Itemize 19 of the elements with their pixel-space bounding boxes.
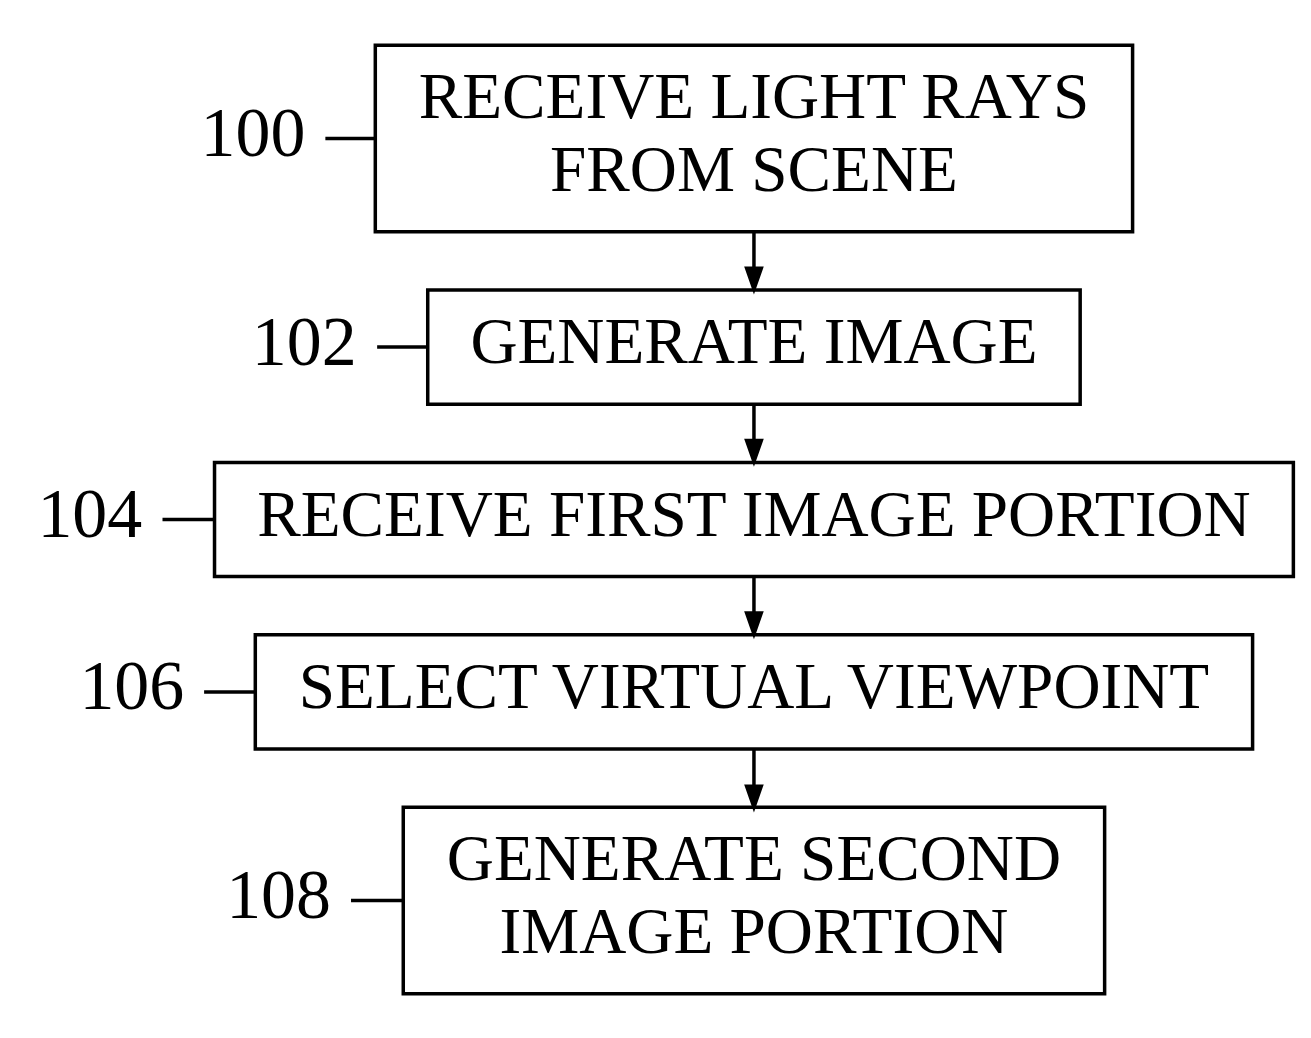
connector — [325, 136, 375, 140]
arrow — [744, 576, 764, 639]
node-box: SELECT VIRTUAL VIEWPOINT — [253, 632, 1255, 751]
node-text: 100 — [200, 93, 306, 171]
node-text: 102 — [251, 302, 357, 380]
arrow — [744, 749, 764, 812]
connector — [351, 898, 403, 902]
connector — [377, 344, 428, 349]
node-box: RECEIVE LIGHT RAYS FROM SCENE — [373, 43, 1135, 233]
node-text: 104 — [37, 474, 143, 552]
node-text: 106 — [79, 646, 185, 724]
connector — [204, 689, 255, 694]
arrow — [744, 403, 764, 467]
node-box: GENERATE SECOND IMAGE PORTION — [401, 805, 1107, 995]
node-box: GENERATE IMAGE — [426, 287, 1082, 406]
node-text: 108 — [226, 855, 332, 933]
node-box: RECEIVE FIRST IMAGE PORTION — [212, 460, 1296, 578]
connector — [162, 517, 215, 521]
arrow — [744, 231, 764, 295]
